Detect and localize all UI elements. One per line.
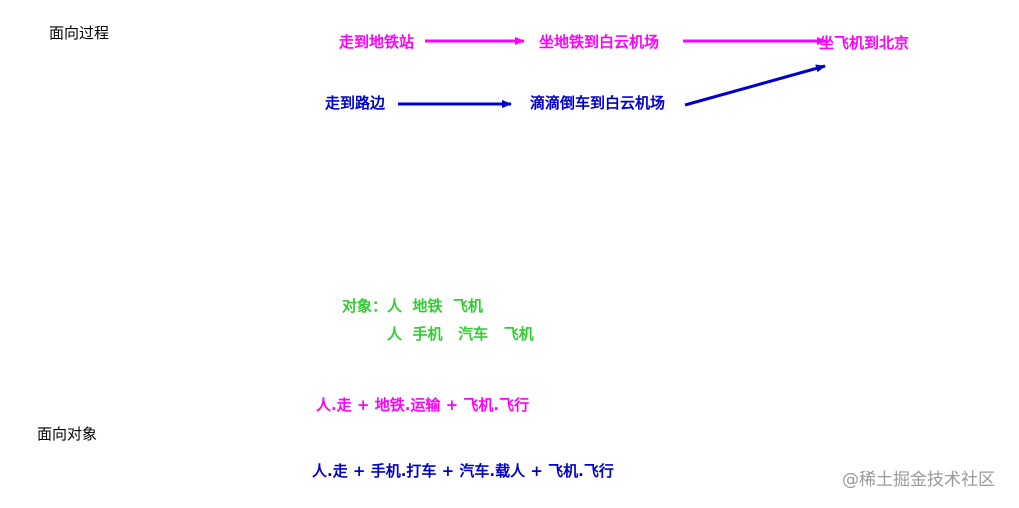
expression-metro-route: 人.走 + 地铁.运输 + 飞机.飞行 [316, 396, 530, 414]
step-walk-to-metro: 走到地铁站 [339, 33, 415, 51]
objects-line-car: 人 手机 汽车 飞机 [387, 325, 534, 343]
expression-car-route: 人.走 + 手机.打车 + 汽车.载人 + 飞机.飞行 [312, 462, 614, 480]
object-oriented-title: 面向对象 [37, 425, 98, 443]
step-didi-to-airport: 滴滴倒车到白云机场 [530, 94, 666, 112]
step-metro-to-airport: 坐地铁到白云机场 [539, 33, 660, 51]
procedural-title: 面向过程 [49, 24, 110, 42]
objects-line-metro: 对象：人 地铁 飞机 [342, 297, 483, 315]
arrow-didi-to-flight [684, 64, 826, 107]
step-walk-to-roadside: 走到路边 [325, 94, 386, 112]
watermark: @稀土掘金技术社区 [842, 470, 995, 490]
step-fly-to-beijing: 坐飞机到北京 [819, 34, 910, 52]
